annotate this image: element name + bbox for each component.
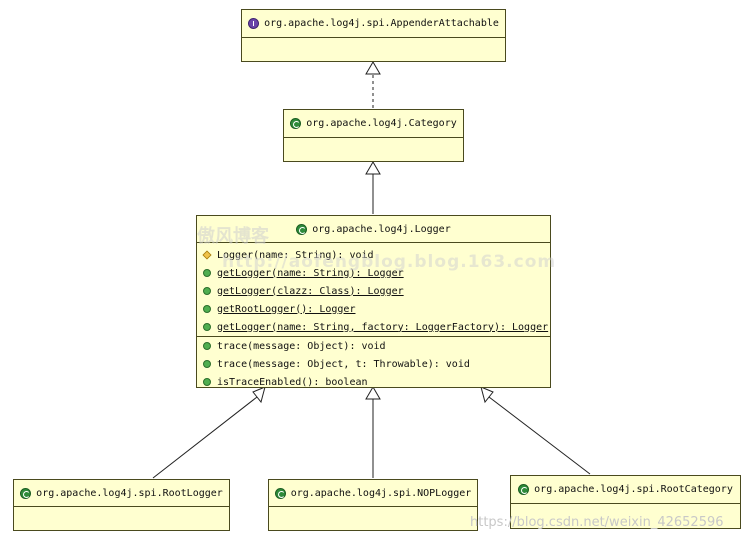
operation-signature: Logger(name: String): void [217,249,374,261]
public-visibility-icon [203,360,211,368]
public-visibility-icon [203,305,211,313]
public-visibility-icon [203,323,211,331]
operation-signature: trace(message: Object, t: Throwable): vo… [217,358,470,370]
operations-compartment: Logger(name: String): void getLogger(name… [197,243,550,391]
class-name: org.apache.log4j.Category [306,118,457,129]
operation-signature: isTraceEnabled(): boolean [217,376,368,388]
operation-signature: getRootLogger(): Logger [217,303,356,315]
generalization-arrowhead-category [365,161,381,175]
public-visibility-icon [203,378,211,386]
class-header: org.apache.log4j.spi.NOPLogger [269,480,477,507]
class-header: org.apache.log4j.spi.RootLogger [14,480,229,507]
class-icon [274,487,286,499]
operation-signature: getLogger(name: String): Logger [217,267,404,279]
class-logger[interactable]: org.apache.log4j.Logger Logger(name: Str… [196,215,551,388]
generalization-arrowhead-noplogger [365,386,381,400]
class-root-category[interactable]: org.apache.log4j.spi.RootCategory [510,475,741,529]
operation-row[interactable]: getLogger(clazz: Class): Logger [203,282,550,300]
class-icon [296,223,308,235]
public-visibility-icon [203,269,211,277]
operation-row[interactable]: getLogger(name: String): Logger [203,264,550,282]
class-name: org.apache.log4j.Logger [312,223,451,235]
operation-signature: trace(message: Object): void [217,340,386,352]
operation-row[interactable]: trace(message: Object, t: Throwable): vo… [203,355,550,373]
class-name: org.apache.log4j.spi.RootLogger [36,487,223,499]
class-header: org.apache.log4j.spi.AppenderAttachable [242,10,505,38]
class-name: org.apache.log4j.spi.NOPLogger [290,487,472,499]
class-header: org.apache.log4j.Logger [197,216,550,243]
generalization-arrowhead-rootlogger [252,386,266,404]
class-category[interactable]: org.apache.log4j.Category [283,109,464,162]
class-header: org.apache.log4j.spi.RootCategory [511,476,740,504]
operation-row[interactable]: isTraceEnabled(): boolean [203,373,550,391]
operation-row[interactable]: getLogger(name: String, factory: LoggerF… [203,318,550,336]
class-icon [290,118,302,129]
operation-signature: getLogger(name: String, factory: LoggerF… [217,321,549,333]
interface-icon [248,18,260,29]
public-visibility-icon [203,287,211,295]
class-icon [518,484,530,495]
class-name: org.apache.log4j.spi.RootCategory [534,484,733,495]
operation-signature: getLogger(clazz: Class): Logger [217,285,404,297]
operation-row[interactable]: trace(message: Object): void [203,337,550,355]
realization-arrowhead [365,61,381,75]
operation-row[interactable]: Logger(name: String): void [202,246,550,264]
generalization-line-rootlogger [152,396,258,479]
compartment-divider [197,336,550,337]
protected-visibility-icon [202,250,212,260]
generalization-line-rootcategory [488,396,591,475]
class-header: org.apache.log4j.Category [284,110,463,138]
class-icon [20,487,32,499]
generalization-arrowhead-rootcategory [480,386,494,404]
class-name: org.apache.log4j.spi.AppenderAttachable [264,18,499,29]
class-root-logger[interactable]: org.apache.log4j.spi.RootLogger [13,479,230,531]
class-nop-logger[interactable]: org.apache.log4j.spi.NOPLogger [268,479,478,531]
operation-row[interactable]: getRootLogger(): Logger [203,300,550,318]
public-visibility-icon [203,342,211,350]
class-appender-attachable[interactable]: org.apache.log4j.spi.AppenderAttachable [241,9,506,62]
